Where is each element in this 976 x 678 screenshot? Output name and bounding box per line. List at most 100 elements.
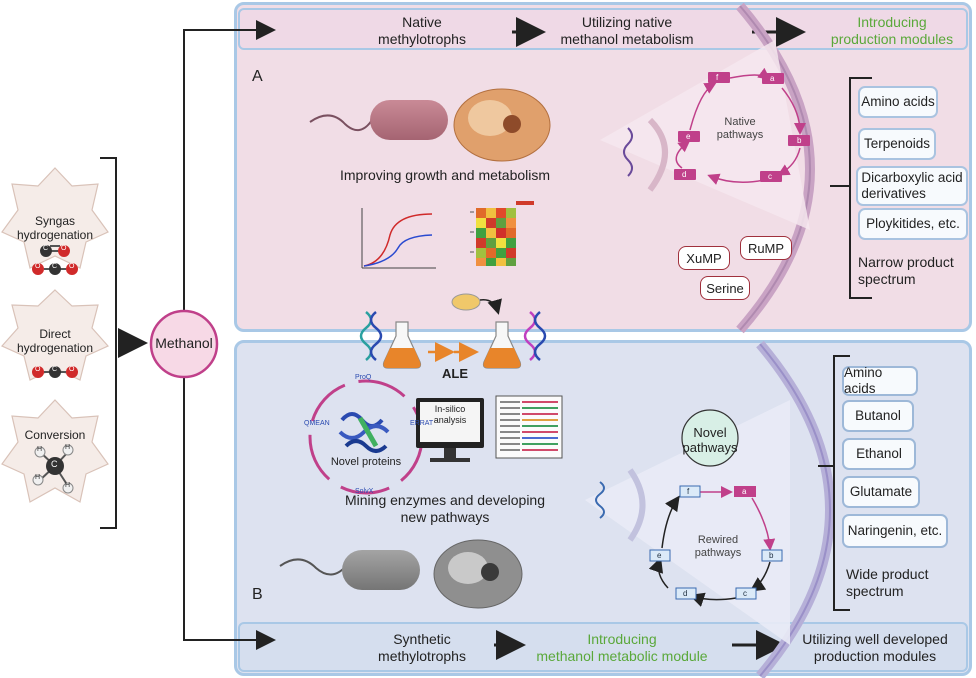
computer-monitor bbox=[416, 398, 484, 462]
product-b-3: Ethanol bbox=[842, 438, 916, 470]
solvx-label: SolvX bbox=[355, 488, 374, 495]
novel-pathways-text: Novel pathways bbox=[682, 425, 738, 455]
native-pathways-text: Native pathways bbox=[716, 116, 764, 141]
bracket-products-a bbox=[830, 77, 872, 299]
bottom-introducing-text: Introducing methanol metabolic module bbox=[536, 631, 708, 664]
novel-proteins-text: Novel proteins bbox=[330, 456, 402, 468]
product-a-2: Terpenoids bbox=[858, 128, 936, 160]
xump-pill: XuMP bbox=[678, 246, 730, 270]
atom-conv-h4: H bbox=[65, 482, 71, 489]
protein-structure bbox=[338, 412, 390, 453]
native-node-f: f bbox=[716, 73, 719, 82]
wide-spectrum-text: Wide product spectrum bbox=[846, 566, 929, 599]
improving-text: Improving growth and metabolism bbox=[339, 167, 551, 183]
top-banner bbox=[238, 8, 968, 50]
syngas-label: Syngas hydrogenation bbox=[16, 214, 94, 242]
rewired-nodes bbox=[649, 485, 783, 600]
narrow-spectrum-text: Narrow product spectrum bbox=[858, 254, 954, 287]
atom-syngas-c2: C bbox=[52, 263, 58, 270]
atom-conv-h3: H bbox=[35, 474, 41, 481]
direct-label: Direct hydrogenation bbox=[16, 327, 94, 355]
native-cycle bbox=[675, 67, 806, 185]
rewired-node-a: a bbox=[742, 487, 747, 496]
flask-1 bbox=[382, 321, 422, 369]
mining-text: Mining enzymes and developing new pathwa… bbox=[344, 492, 545, 525]
bracket-products-b bbox=[818, 355, 850, 611]
product-a-1: Amino acids bbox=[858, 86, 938, 118]
product-b-5: Naringenin, etc. bbox=[842, 514, 948, 548]
product-a-2-label: Terpenoids bbox=[863, 136, 931, 151]
sources-bracket bbox=[100, 157, 117, 529]
flask-2 bbox=[482, 321, 522, 369]
bacterium-grey bbox=[342, 550, 420, 590]
rewired-node-f: f bbox=[687, 487, 690, 496]
serine-pill: Serine bbox=[700, 276, 750, 300]
native-node-b: b bbox=[797, 136, 802, 145]
top-native-text: Native methylotrophs bbox=[378, 14, 466, 47]
atom-syngas-o3: O bbox=[69, 263, 75, 270]
branch-bottom-arrow bbox=[183, 376, 276, 650]
product-b-3-label: Ethanol bbox=[856, 446, 902, 461]
branch-top-arrow bbox=[183, 20, 276, 312]
zoom-cone-b bbox=[585, 400, 790, 645]
rump-pill: RuMP bbox=[740, 236, 792, 260]
methanol-circle bbox=[149, 309, 219, 379]
panel-b-label: B bbox=[252, 586, 263, 603]
product-a-3: Dicarboxylic acid derivatives bbox=[856, 166, 968, 206]
novel-pathways-circle bbox=[681, 409, 739, 467]
atom-syngas-c1: C bbox=[43, 245, 49, 252]
star-conversion bbox=[1, 399, 109, 503]
product-b-1: Amino acids bbox=[842, 365, 918, 396]
tilted-flask bbox=[451, 293, 502, 315]
rewired-node-e: e bbox=[657, 551, 662, 560]
atom-conv-h2: H bbox=[65, 444, 71, 451]
atom-direct-o2: O bbox=[69, 366, 75, 373]
dna-right bbox=[523, 311, 537, 361]
product-b-1-label: Amino acids bbox=[844, 365, 883, 396]
zoom-cone-a bbox=[600, 40, 810, 230]
conversion-label: Conversion bbox=[24, 428, 86, 442]
rewired-node-c: c bbox=[743, 589, 747, 598]
protein-ring bbox=[308, 379, 424, 495]
native-node-a: a bbox=[770, 74, 775, 83]
product-a-4-label: Ploykitides, etc. bbox=[866, 216, 960, 231]
product-b-2: Butanol bbox=[842, 400, 914, 432]
top-utilizing-text: Utilizing native methanol metabolism bbox=[560, 14, 694, 47]
methanol-label: Methanol bbox=[155, 335, 213, 351]
ale-text: ALE bbox=[442, 366, 468, 381]
rewired-node-b: b bbox=[769, 551, 774, 560]
atom-direct-o1: O bbox=[35, 366, 41, 373]
product-a-1-label: Amino acids bbox=[861, 94, 935, 109]
bottom-utilizing-text: Utilizing well developed production modu… bbox=[802, 631, 948, 664]
atom-conv-h1: H bbox=[37, 446, 43, 453]
atom-syngas-o2: O bbox=[35, 263, 41, 270]
product-a-4: Ploykitides, etc. bbox=[858, 208, 968, 240]
product-a-3-label: Dicarboxylic acid derivatives bbox=[861, 170, 963, 201]
product-b-5-label: Naringenin, etc. bbox=[847, 523, 943, 538]
growth-plot bbox=[361, 208, 436, 269]
heatmap bbox=[470, 201, 534, 266]
rewired-text: Rewired pathways bbox=[694, 534, 742, 559]
star-syngas bbox=[1, 167, 109, 269]
bacterium-pink bbox=[370, 100, 448, 140]
molecule-atoms bbox=[32, 245, 78, 494]
dna-left bbox=[359, 311, 373, 361]
proq-label: ProQ bbox=[355, 374, 372, 381]
native-node-c: c bbox=[768, 172, 772, 181]
top-introducing-text: Introducing production modules bbox=[830, 14, 954, 47]
product-b-2-label: Butanol bbox=[855, 408, 901, 423]
dna-strand-b bbox=[595, 481, 605, 519]
native-nodes bbox=[674, 72, 810, 182]
sequence-alignment bbox=[495, 395, 563, 459]
bottom-banner bbox=[238, 622, 968, 672]
product-b-4: Glutamate bbox=[842, 476, 920, 508]
native-node-d: d bbox=[682, 170, 687, 179]
dna-strand-a bbox=[623, 127, 633, 177]
native-node-e: e bbox=[686, 132, 691, 141]
atom-direct-c: C bbox=[52, 366, 58, 373]
product-b-4-label: Glutamate bbox=[849, 484, 913, 499]
insilico-text: In-silico analysis bbox=[433, 404, 467, 425]
qmean-label: QMEAN bbox=[304, 420, 330, 427]
errat-label: ERRAT bbox=[410, 420, 434, 427]
